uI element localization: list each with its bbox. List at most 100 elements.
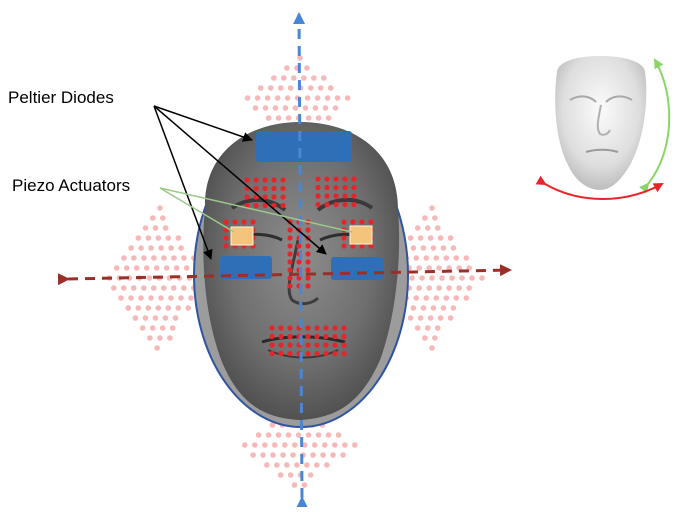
faint-dot <box>324 95 331 101</box>
faint-dot <box>417 235 424 241</box>
faint-dot <box>429 205 435 211</box>
faint-dot <box>414 325 421 331</box>
faint-dot <box>118 295 124 301</box>
faint-dot <box>413 255 420 261</box>
faint-dot <box>331 442 338 448</box>
faint-dot <box>294 462 300 468</box>
faint-dot <box>275 432 282 438</box>
faint-dot <box>427 235 434 241</box>
actuator-dot <box>280 177 286 183</box>
actuator-dot <box>280 202 286 209</box>
actuator-dot <box>305 283 311 289</box>
actuator-dot <box>223 235 229 241</box>
faint-dot <box>113 265 120 271</box>
actuator-dot <box>280 194 286 200</box>
piezo-actuator-left <box>230 226 254 246</box>
faint-dot <box>432 335 438 341</box>
actuator-dot <box>341 350 347 357</box>
faint-dot <box>148 295 154 301</box>
faint-dot <box>311 442 318 448</box>
faint-dot <box>292 105 299 111</box>
actuator-dot <box>305 350 311 357</box>
actuator-dot <box>368 243 374 249</box>
faint-dot <box>173 265 180 271</box>
faint-dot <box>180 285 187 291</box>
actuator-dot <box>333 176 339 182</box>
faint-dot <box>132 315 139 321</box>
faint-dot <box>426 265 432 271</box>
peltier-pointer-line <box>153 105 253 142</box>
actuator-dot <box>341 219 347 225</box>
actuator-dot <box>269 333 275 340</box>
faint-dot <box>327 85 334 91</box>
faint-dot <box>264 462 270 468</box>
faint-dot <box>456 285 462 291</box>
actuator-dot <box>253 185 259 192</box>
faint-dot <box>434 325 441 331</box>
actuator-dot <box>315 176 321 182</box>
faint-dot <box>244 95 251 101</box>
faint-dot <box>121 255 127 261</box>
faint-dot <box>133 265 140 271</box>
faint-dot <box>282 105 289 111</box>
faint-dot <box>305 115 312 121</box>
faint-dot <box>439 275 445 281</box>
faint-dot <box>274 462 280 468</box>
faint-dot <box>169 325 176 331</box>
faint-dot <box>142 225 149 231</box>
faint-dot <box>123 265 130 271</box>
faint-dot <box>440 305 447 311</box>
faint-dot <box>325 115 332 121</box>
actuator-dot <box>305 325 311 331</box>
faint-dot <box>272 105 279 111</box>
faint-dot <box>322 105 329 111</box>
faint-dot <box>145 305 152 311</box>
actuator-dot <box>305 227 311 233</box>
actuator-dot <box>278 342 284 348</box>
faint-dot <box>447 235 454 241</box>
faint-dot <box>152 315 159 321</box>
peltier-diodes-label: Peltier Diodes <box>8 88 114 107</box>
faint-dot <box>434 225 441 231</box>
faint-dot <box>436 285 442 291</box>
actuator-dot <box>305 243 311 249</box>
faint-dot <box>159 325 166 331</box>
actuator-dot <box>341 342 347 348</box>
actuator-dot <box>323 342 329 348</box>
faint-dot <box>433 295 440 301</box>
actuator-dot <box>287 235 293 241</box>
actuator-dot <box>269 350 275 357</box>
actuator-dot <box>305 267 311 273</box>
actuator-dot <box>314 342 320 348</box>
faint-dot <box>269 422 276 428</box>
faint-dot <box>262 105 269 111</box>
faint-dot <box>423 295 430 301</box>
actuator-dot <box>359 243 365 249</box>
faint-dot <box>301 75 307 81</box>
faint-dot <box>281 75 287 81</box>
faint-dot <box>429 345 435 351</box>
actuator-dot <box>287 267 293 273</box>
actuator-dot <box>333 184 339 191</box>
faint-dot <box>430 305 437 311</box>
faint-dot <box>304 65 310 71</box>
actuator-dot <box>296 243 302 249</box>
actuator-dot <box>314 325 320 331</box>
actuator-dot <box>287 325 293 331</box>
faint-dot <box>131 255 137 261</box>
actuator-dot <box>323 350 329 357</box>
actuator-dot <box>342 201 348 208</box>
piezo-pointer-line <box>159 187 353 233</box>
faint-dot <box>463 255 470 261</box>
faint-dot <box>160 285 167 291</box>
actuator-dot <box>244 194 250 200</box>
actuator-dot <box>315 193 321 199</box>
faint-dot <box>330 452 336 458</box>
actuator-dot <box>341 243 347 249</box>
faint-dot <box>419 275 425 281</box>
actuator-dot <box>351 193 357 199</box>
actuator-dot <box>324 201 330 208</box>
faint-dot <box>284 462 290 468</box>
faint-dot <box>150 285 157 291</box>
faint-dot <box>147 335 153 341</box>
